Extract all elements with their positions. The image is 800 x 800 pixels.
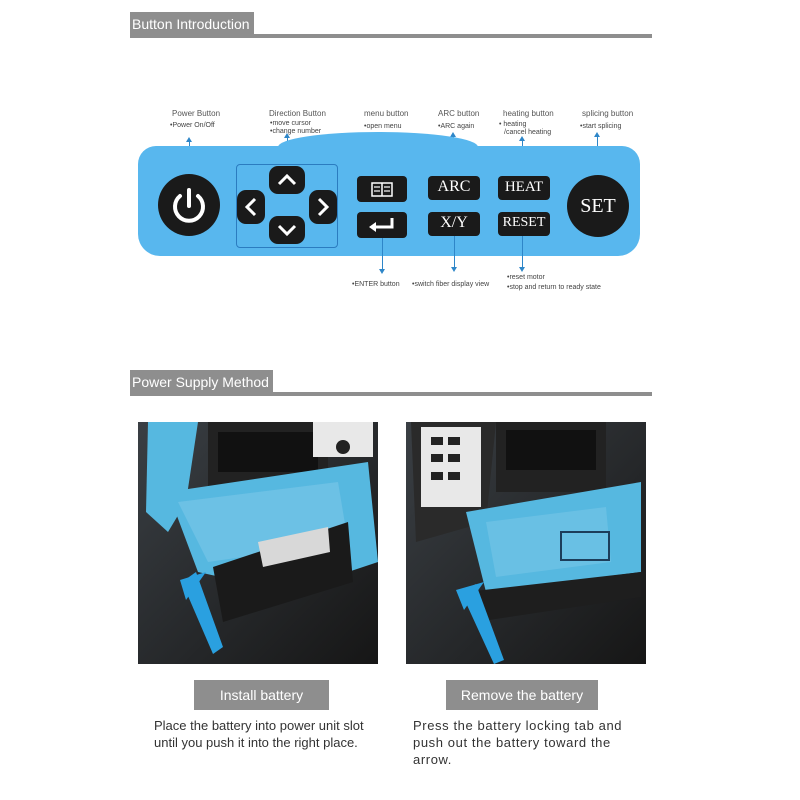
chevron-left-icon [244,197,257,217]
install-line-1: Place the battery into power unit slot [154,718,364,733]
enter-icon [369,218,394,232]
chevron-up-icon [277,173,297,186]
right-button[interactable] [309,190,337,224]
menu-button-title: menu button [364,109,409,118]
remove-line-2: push out the battery toward the [413,735,611,750]
install-battery-description: Place the battery into power unit slot u… [154,717,394,751]
power-button-desc: •Power On/Off [170,122,215,129]
remove-line-1: Press the battery locking tab and [413,718,623,733]
arrow-reset [519,236,525,272]
divider [130,392,652,396]
heating-button-title: heating button [503,109,554,118]
direction-pad [236,164,338,248]
install-battery-photo [138,422,378,664]
section-title: Power Supply Method [130,370,273,394]
left-button[interactable] [237,190,265,224]
heating-button-desc-2: /cancel heating [504,129,552,136]
direction-button-desc-1: •move cursor [270,120,311,127]
direction-button-desc-2: •change number [270,128,322,135]
arrow-xy [451,236,457,272]
menu-button[interactable] [357,176,407,202]
arc-button-title: ARC button [438,109,480,118]
arrow-enter [379,238,385,274]
power-button-title: Power Button [172,109,221,118]
reset-button-desc-1: •reset motor [507,274,545,281]
up-button[interactable] [269,166,305,194]
menu-icon [371,182,393,197]
chevron-down-icon [277,224,297,237]
chevron-right-icon [317,197,330,217]
install-line-2: until you push it into the right place. [154,735,358,750]
xy-button-desc: •switch fiber display view [412,281,490,288]
arc-button[interactable]: ARC [428,176,480,200]
direction-button-title: Direction Button [269,109,326,118]
heat-button[interactable]: HEAT [498,176,550,200]
remove-battery-caption: Remove the battery [446,680,598,710]
xy-button[interactable]: X/Y [428,212,480,236]
remove-line-3: arrow. [413,752,453,767]
remove-battery-description: Press the battery locking tab and push o… [413,717,653,768]
reset-button-desc-2: •stop and return to ready state [507,284,601,291]
down-button[interactable] [269,216,305,244]
divider [130,34,652,38]
enter-button-desc: •ENTER button [352,281,400,288]
install-battery-caption: Install battery [194,680,329,710]
enter-button[interactable] [357,212,407,238]
set-button[interactable]: SET [567,175,629,237]
menu-button-desc: •open menu [364,123,402,130]
reset-button[interactable]: RESET [498,212,550,236]
remove-battery-photo [406,422,646,664]
splicing-button-desc: •start splicing [580,123,622,130]
power-icon [173,188,205,223]
section-title: Button Introduction [130,12,254,36]
set-label: SET [580,195,616,217]
splicing-button-title: splicing button [582,109,634,118]
power-button[interactable] [158,174,220,236]
heating-button-desc-1: • heating [499,121,527,128]
arc-button-desc: •ARC again [438,123,475,130]
